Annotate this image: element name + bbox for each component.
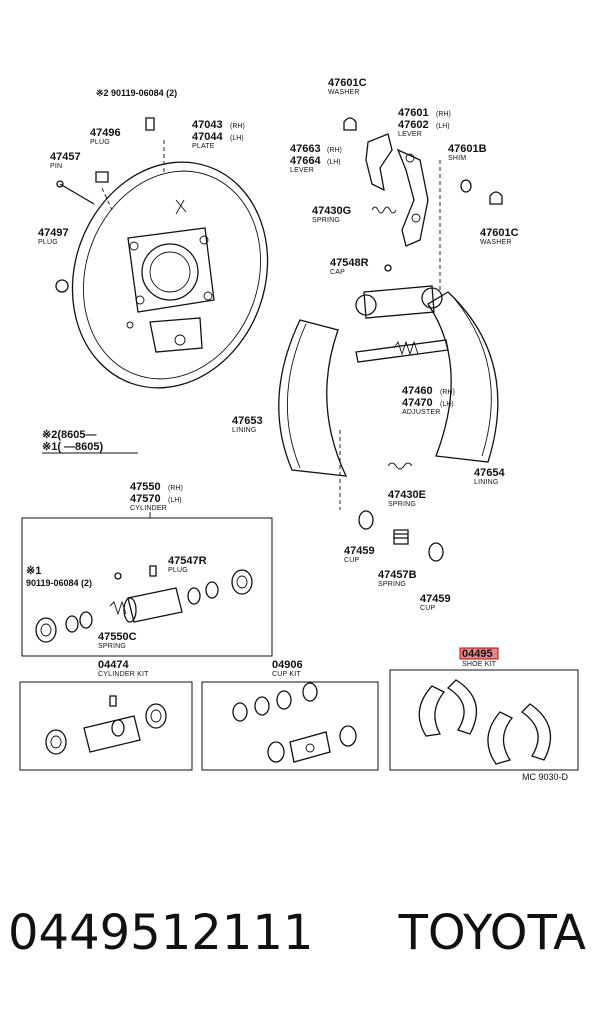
label-washer-right-sub: WASHER: [480, 239, 512, 246]
label-lever-left-rh: 47663: [290, 143, 321, 155]
label-cap: 47548R: [330, 257, 369, 269]
label-spring-g-sub: SPRING: [312, 217, 340, 224]
label-shim: 47601B: [448, 143, 487, 155]
plate-small-parts: [55, 117, 155, 293]
label-lining-left-sub: LINING: [232, 427, 257, 434]
label-cup-right-sub: CUP: [420, 605, 436, 612]
part-caption: 0449512111 TOYOTA: [0, 905, 600, 985]
caption-brand: TOYOTA: [398, 905, 586, 961]
label-cylinder-rh-tag: (RH): [168, 485, 183, 492]
label-bolt-note-1b: 90119-06084 (2): [26, 578, 92, 588]
label-plug-47496-sub: PLUG: [90, 139, 110, 146]
label-spring-c-sub: SPRING: [98, 643, 126, 650]
label-lever-left-lh-tag: (LH): [327, 159, 341, 166]
label-lining-right-sub: LINING: [474, 479, 499, 486]
label-spring-e-sub: SPRING: [388, 501, 416, 508]
label-adjuster-lh-tag: (LH): [440, 401, 454, 408]
label-cup-left-sub: CUP: [344, 557, 360, 564]
label-spring-b: 47457B: [378, 569, 417, 581]
label-lever-lh: 47602: [398, 119, 429, 131]
caption-part-number: 0449512111: [8, 905, 314, 961]
cylinder-group-box: [21, 517, 273, 657]
label-lever-right-sub: LEVER: [398, 131, 422, 138]
label-washer-right: 47601C: [480, 227, 519, 239]
label-bolt-note-1: ※1: [26, 565, 41, 577]
label-plate-rh-tag: (RH): [230, 123, 245, 130]
label-lining-right: 47654: [474, 467, 505, 479]
label-adjuster-lh: 47470: [402, 397, 433, 409]
label-bolt-note: ※2 90119-06084 (2): [96, 88, 177, 98]
label-cylinder-lh: 47570: [130, 493, 161, 505]
label-lever-lh-tag: (LH): [436, 123, 450, 130]
cups-springs-drawing: [358, 510, 444, 562]
label-spring-c: 47550C: [98, 631, 137, 643]
label-cup-kit: 04906: [272, 659, 303, 671]
label-cylinder-kit-sub: CYLINDER KIT: [98, 671, 149, 678]
label-spring-g: 47430G: [312, 205, 351, 217]
label-lever-left-sub: LEVER: [290, 167, 314, 174]
label-plug-47496: 47496: [90, 127, 121, 139]
label-plate-lh: 47044: [192, 131, 223, 143]
label-date-note-1: ※1( —8605): [42, 441, 104, 453]
label-cylinder-rh: 47550: [130, 481, 161, 493]
label-date-note-2: ※2(8605—: [42, 429, 96, 441]
label-pin-47457: 47457: [50, 151, 81, 163]
label-plug-47547-sub: PLUG: [168, 567, 188, 574]
label-adjuster-rh: 47460: [402, 385, 433, 397]
label-cylinder-kit: 04474: [98, 659, 129, 671]
cylinder-parts-drawing: [35, 565, 253, 643]
lever-drawings: [343, 117, 503, 290]
label-adjuster-sub: ADJUSTER: [402, 409, 441, 416]
cylinder-kit-drawing: [45, 695, 167, 755]
label-spring-e: 47430E: [388, 489, 426, 501]
label-shoe-kit[interactable]: 04495: [462, 648, 493, 660]
label-spring-b-sub: SPRING: [378, 581, 406, 588]
label-plug-47497: 47497: [38, 227, 69, 239]
label-plate-lh-tag: (LH): [230, 135, 244, 142]
shoe-kit-drawing: [418, 679, 552, 765]
label-washer-top-sub: WASHER: [328, 89, 360, 96]
backing-plate-drawing: [71, 140, 269, 389]
label-lever-rh: 47601: [398, 107, 429, 119]
figure-code: MC 9030-D: [522, 772, 569, 782]
label-cup-left: 47459: [344, 545, 375, 557]
label-shoe-kit-sub: SHOE KIT: [462, 661, 497, 668]
brake-shoes-drawing: [278, 264, 499, 510]
cup-kit-drawing: [232, 682, 357, 763]
label-lining-left: 47653: [232, 415, 263, 427]
label-plate-rh: 47043: [192, 119, 223, 131]
label-lever-rh-tag: (RH): [436, 111, 451, 118]
cylinder-kit-box: [19, 681, 193, 771]
label-cup-right: 47459: [420, 593, 451, 605]
label-cap-sub: CAP: [330, 269, 345, 276]
shoe-kit-box: [389, 669, 579, 771]
label-plug-47547: 47547R: [168, 555, 207, 567]
label-cylinder-lh-tag: (LH): [168, 497, 182, 504]
label-plug-47497-sub: PLUG: [38, 239, 58, 246]
label-cylinder-sub: CYLINDER: [130, 505, 167, 512]
label-shim-sub: SHIM: [448, 155, 466, 162]
label-adjuster-rh-tag: (RH): [440, 389, 455, 396]
label-cup-kit-sub: CUP KIT: [272, 671, 301, 678]
label-lever-left-rh-tag: (RH): [327, 147, 342, 154]
label-plate-sub: PLATE: [192, 143, 215, 150]
label-washer-top: 47601C: [328, 77, 367, 89]
cup-kit-box: [201, 681, 379, 771]
label-lever-left-lh: 47664: [290, 155, 321, 167]
shoe-kit-highlight: [459, 647, 499, 660]
label-pin-47457-sub: PIN: [50, 163, 62, 170]
